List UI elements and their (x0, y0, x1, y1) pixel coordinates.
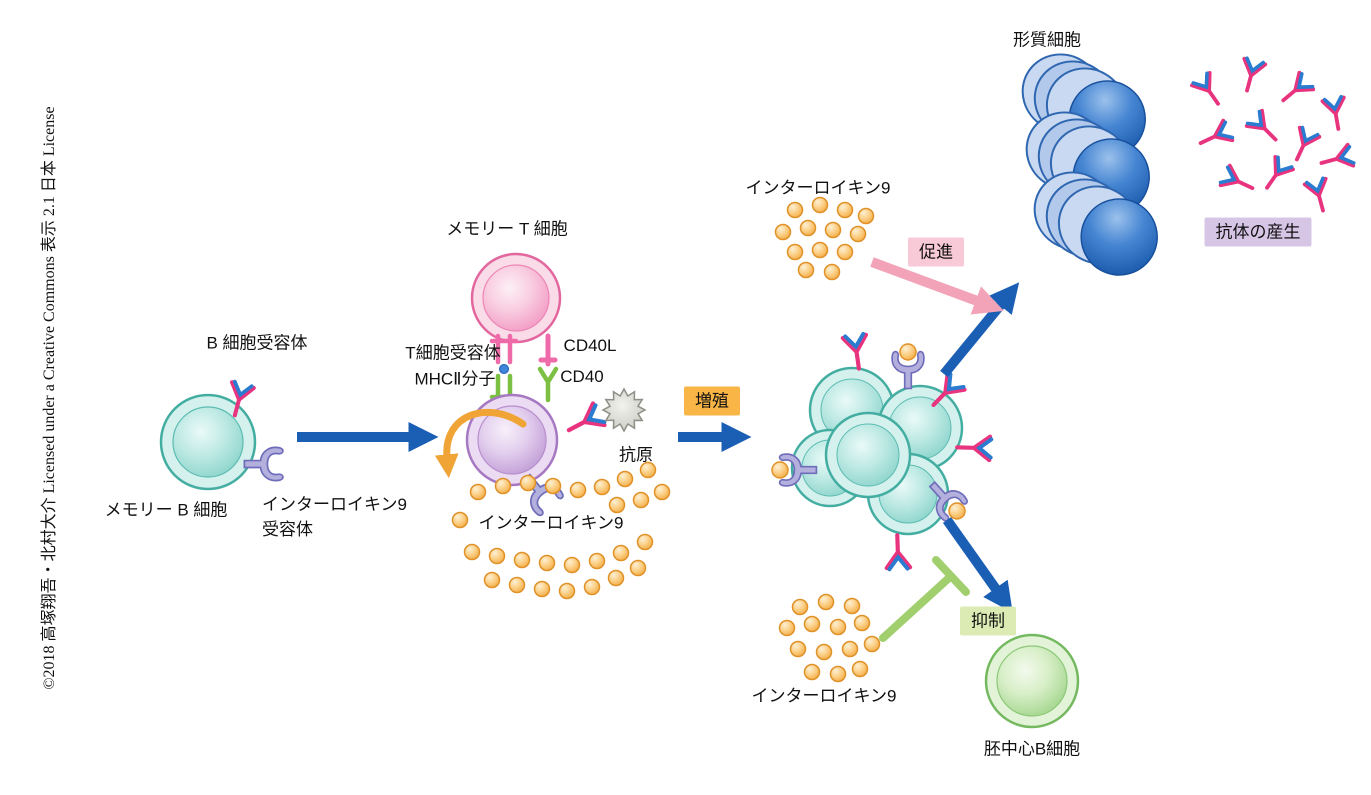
memory-t-cell (470, 252, 562, 344)
label-il9-receptor-line2: 受容体 (262, 520, 313, 539)
badge-antibody-production: 抗体の産生 (1204, 217, 1312, 247)
arrow-to-germinal-center (942, 517, 1013, 613)
arrow-to-plasma-cell (940, 282, 1020, 378)
label-antigen: 抗原 (619, 445, 653, 465)
label-il9-receptor-line1: インターロイキン9 (262, 495, 407, 514)
cd40l-icon (538, 333, 558, 367)
germinal-center-b-cell (984, 633, 1080, 729)
label-il9-center: インターロイキン9 (478, 513, 624, 533)
badge-proliferation: 増殖 (684, 386, 740, 416)
il9-orange-dot-icon (899, 343, 917, 361)
il9-orange-dot-icon (771, 461, 789, 479)
label-memory-b-cell: メモリー B 細胞 (104, 500, 228, 520)
label-cd40l: CD40L (563, 336, 617, 355)
label-il9-top: インターロイキン9 (745, 178, 891, 198)
label-memory-t-cell: メモリー T 細胞 (446, 219, 568, 239)
tcr-icon (489, 333, 519, 365)
activated-b-cell (465, 393, 606, 518)
badge-promotion: 促進 (908, 237, 964, 267)
label-cd40: CD40 (560, 367, 604, 386)
plasma-cells (1021, 53, 1158, 276)
badge-inhibition: 抑制 (960, 606, 1016, 636)
label-b-cell-receptor: B 細胞受容体 (206, 333, 308, 353)
secreted-antibodies (1189, 55, 1357, 216)
antigen-star-icon (601, 387, 647, 433)
label-il9-receptor: インターロイキン9 受容体 (262, 492, 407, 542)
label-plasma-cell: 形質細胞 (1013, 30, 1081, 50)
label-germinal-center-b-cell: 胚中心B細胞 (983, 739, 1081, 759)
label-mhc2: MHCⅡ分子 (414, 369, 496, 389)
il9-molecules-secreted (451, 461, 671, 600)
antigen-peptide-icon (499, 364, 509, 374)
il9-orange-dot-icon (948, 502, 966, 520)
label-il9-bottom: インターロイキン9 (751, 686, 897, 706)
il9-molecules-top (774, 196, 875, 281)
cd40-icon (537, 366, 559, 403)
memory-b-cell (159, 379, 284, 491)
b-cell-receptor-icon (957, 436, 992, 461)
label-t-cell-receptor: T細胞受容体 (405, 343, 501, 363)
arrow-il9-secretion (434, 408, 527, 479)
il9-molecules-bottom (778, 593, 881, 683)
copyright-text: ©2018 高塚翔吾・北村大介 Licensed under a Creativ… (41, 106, 58, 690)
b-cell-receptor-icon (843, 333, 871, 370)
b-cell-receptor-icon (563, 403, 605, 441)
arrow-promotion (870, 257, 1004, 315)
b-cell-cluster (771, 333, 992, 570)
b-cell-receptor-icon (886, 535, 911, 570)
inhibition-tbar (879, 556, 970, 642)
